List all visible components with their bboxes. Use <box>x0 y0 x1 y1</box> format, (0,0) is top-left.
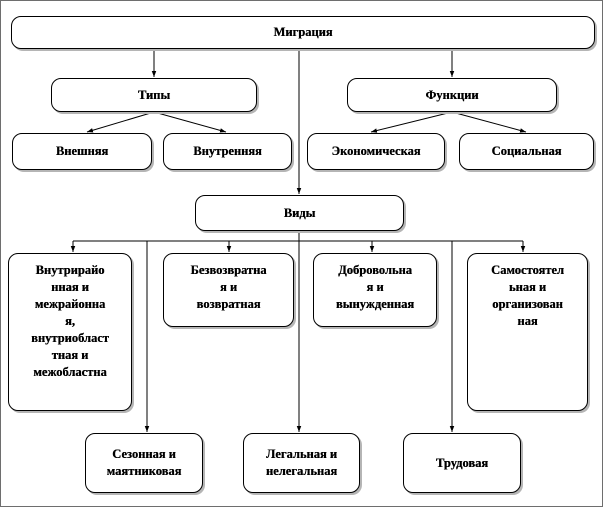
arrow-types-internal <box>153 111 227 133</box>
node-kind-legal: Легальная и нелегальная <box>243 433 360 493</box>
node-kind-regional: Внутрирайо нная и межрайонна я, внутриоб… <box>8 253 132 411</box>
node-kind-return: Безвозвратна я и возвратная <box>163 253 294 327</box>
node-external: Внешняя <box>12 133 152 170</box>
node-functions: Функции <box>347 78 557 112</box>
arrow-functions-social <box>451 111 527 133</box>
node-migration: Миграция <box>11 16 595 49</box>
node-kind-labour: Трудовая <box>403 433 521 493</box>
arrow-types-external <box>86 111 155 133</box>
node-internal: Внутренняя <box>163 133 292 170</box>
arrow-functions-economic <box>370 111 453 133</box>
node-kind-seasonal: Сезонная и маятниковая <box>85 433 203 493</box>
node-social: Социальная <box>459 133 594 170</box>
node-kind-independent: Самостоятел ьная и организован ная <box>467 253 588 411</box>
node-economic: Экономическая <box>307 133 445 170</box>
node-types: Типы <box>51 78 257 112</box>
node-kinds: Виды <box>195 195 404 231</box>
node-kind-voluntary: Добровольна я и вынужденная <box>313 253 437 327</box>
